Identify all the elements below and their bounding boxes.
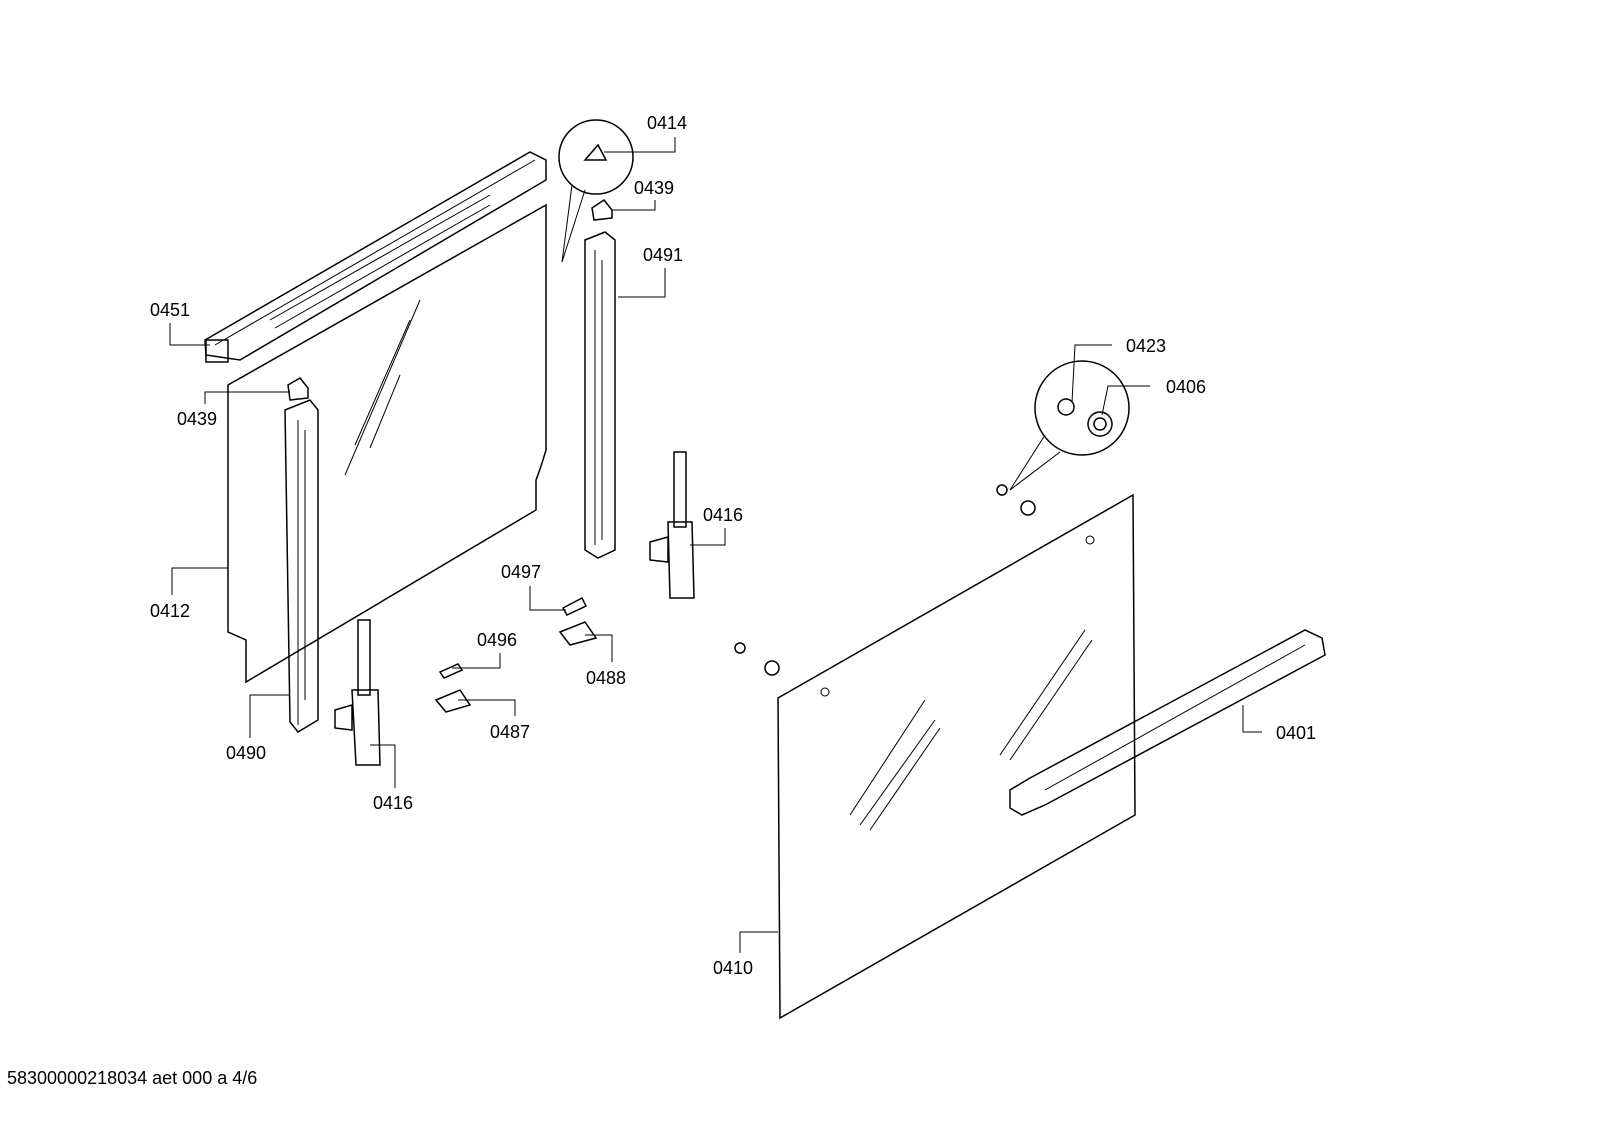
label-0416-right: 0416 xyxy=(703,505,743,525)
label-0412: 0412 xyxy=(150,601,190,621)
hinge-0416-left xyxy=(334,619,381,766)
clip-0488 xyxy=(558,621,598,646)
label-0488: 0488 xyxy=(586,668,626,688)
label-0401: 0401 xyxy=(1276,723,1316,743)
label-0439-left: 0439 xyxy=(177,409,217,429)
label-0491: 0491 xyxy=(643,245,683,265)
top-trim-0451 xyxy=(204,151,547,363)
label-0423: 0423 xyxy=(1126,336,1166,356)
leader-lines xyxy=(169,137,1262,953)
inner-glass-panel-0412 xyxy=(227,203,547,684)
clip-0487 xyxy=(434,689,472,713)
label-0406: 0406 xyxy=(1166,377,1206,397)
detail-bubble-0423-0406 xyxy=(734,360,1130,676)
label-0416-left: 0416 xyxy=(373,793,413,813)
door-rail-0490 xyxy=(284,377,319,733)
outer-door-glass-0410 xyxy=(777,493,1136,1020)
label-0490: 0490 xyxy=(226,743,266,763)
label-0497: 0497 xyxy=(501,562,541,582)
door-rail-0491 xyxy=(584,198,616,559)
clip-0497 xyxy=(561,596,588,616)
label-0487: 0487 xyxy=(490,722,530,742)
label-0414: 0414 xyxy=(647,113,687,133)
label-0496: 0496 xyxy=(477,630,517,650)
label-0410: 0410 xyxy=(713,958,753,978)
label-0439-top: 0439 xyxy=(634,178,674,198)
detail-bubble-0414 xyxy=(558,119,634,263)
label-0451: 0451 xyxy=(150,300,190,320)
drawing-reference-footer: 58300000218034 aet 000 a 4/6 xyxy=(7,1068,258,1088)
door-handle-0401 xyxy=(1009,629,1326,816)
clip-0496 xyxy=(438,663,464,679)
hinge-0416-right xyxy=(649,451,695,599)
